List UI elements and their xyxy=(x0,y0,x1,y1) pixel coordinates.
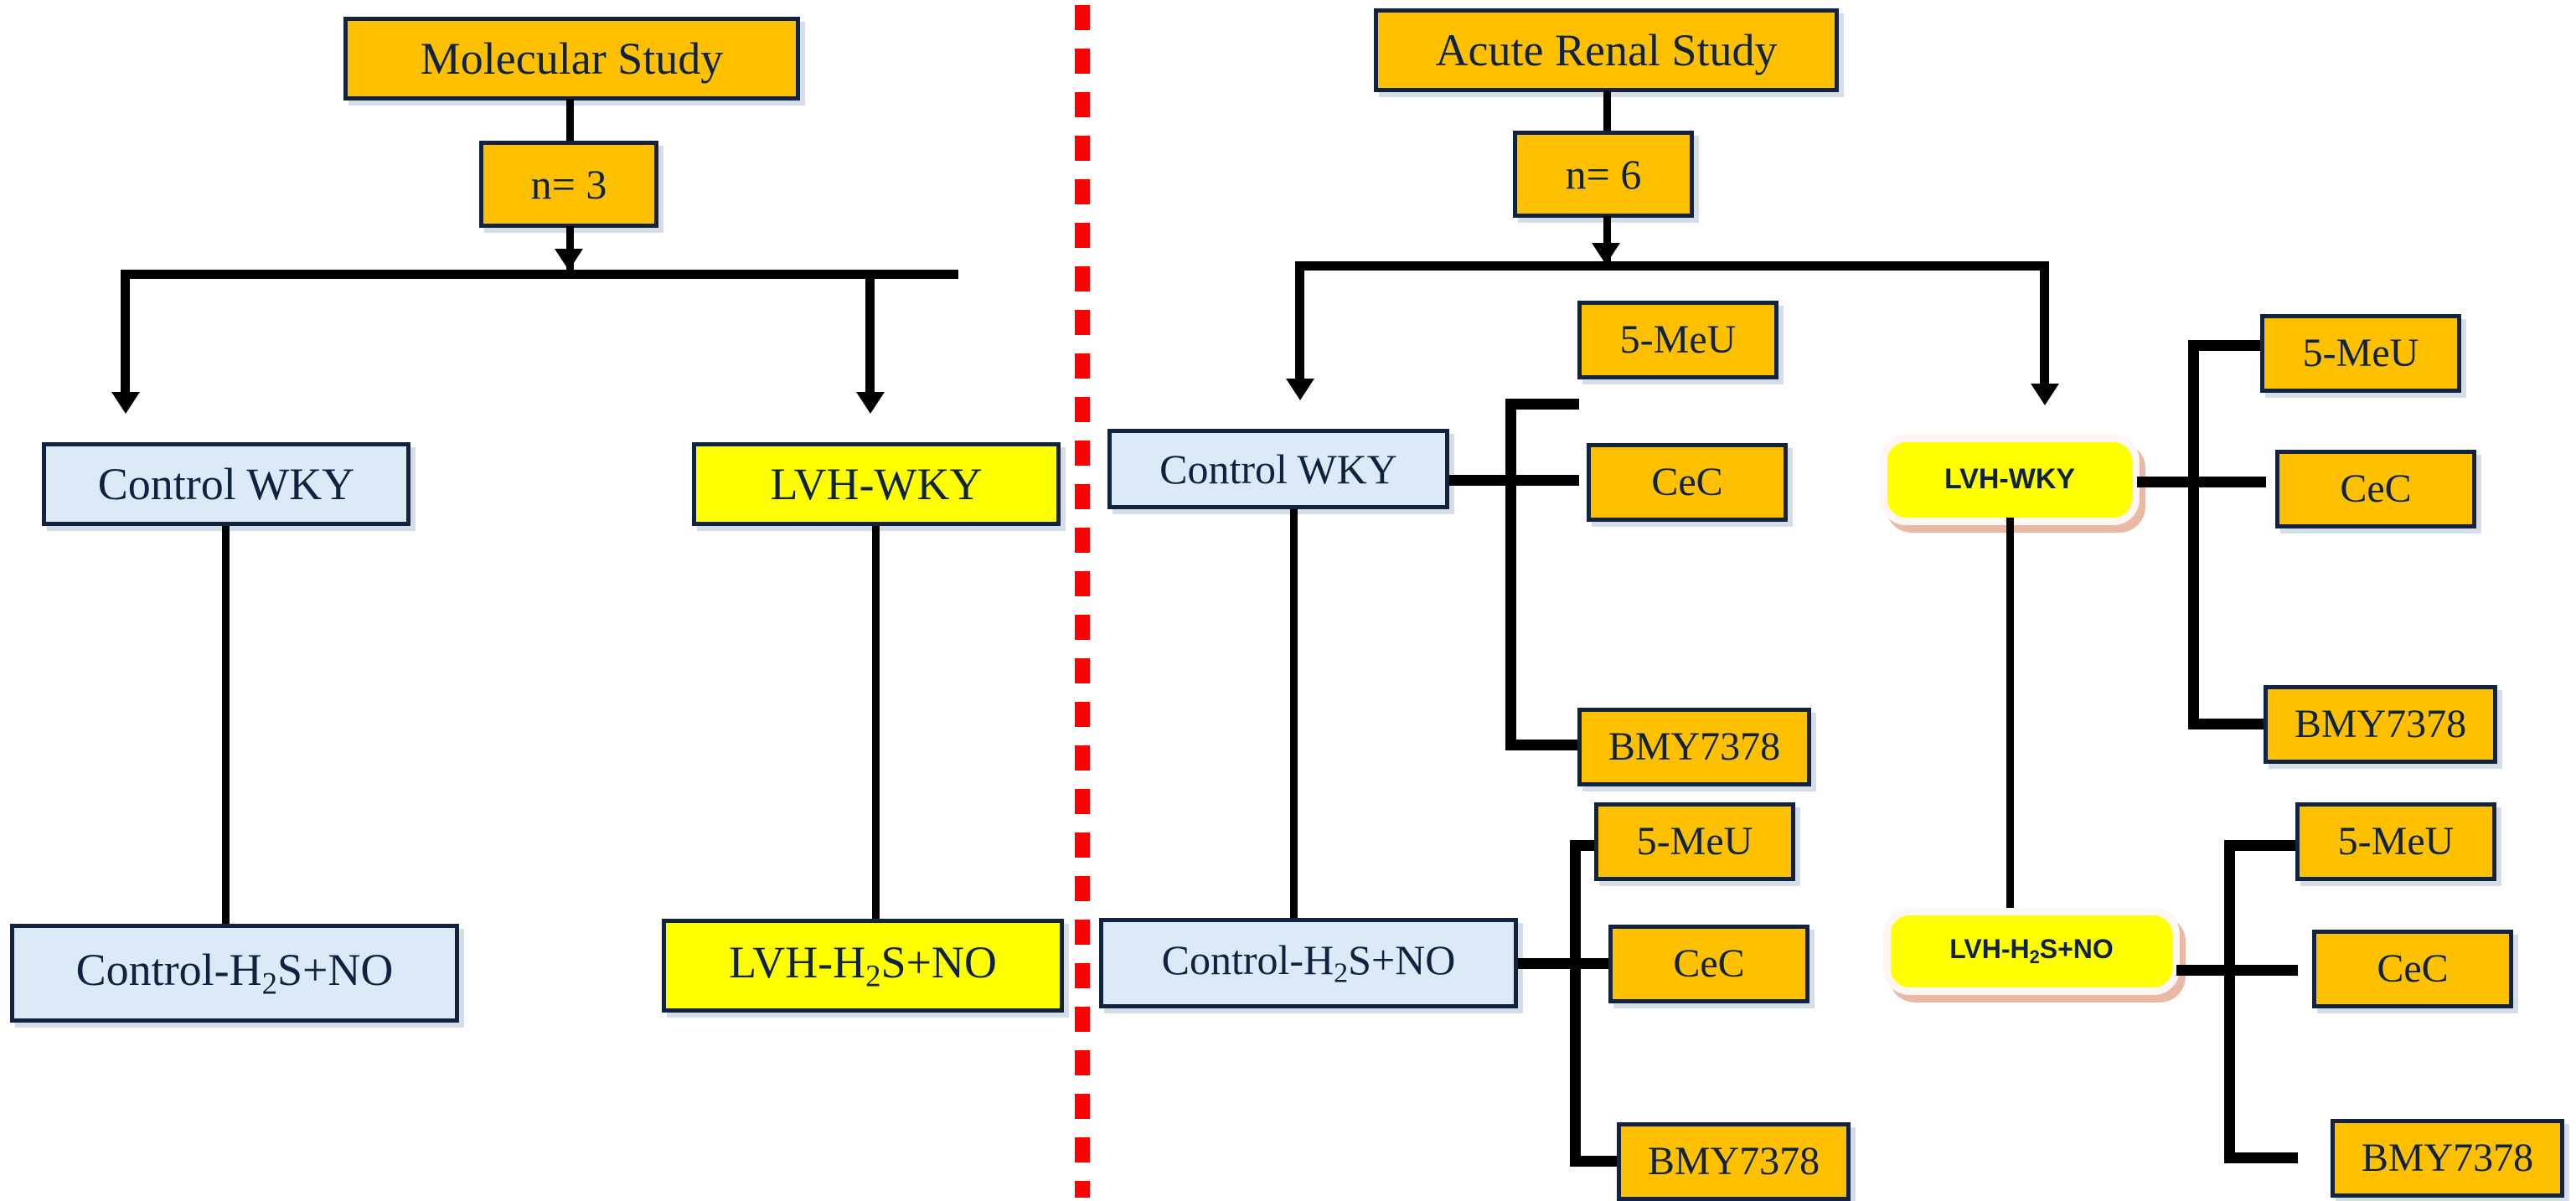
renal-study-title-box: Acute Renal Study xyxy=(1374,8,1839,92)
renal-lvh-wky-label: LVH-WKY xyxy=(1944,463,2076,496)
connector-renal-control-wky-to-5meu xyxy=(1505,399,1579,410)
renal-control-wky-drug-5meu-box: 5-MeU xyxy=(1577,301,1778,379)
renal-lvh-child-drug-bmy-label: BMY7378 xyxy=(2361,1135,2534,1180)
connector-renal-control-wky-to-child xyxy=(1290,509,1298,925)
molecular-sample-size-label: n= 3 xyxy=(530,160,607,208)
connector-renal-lvh-wky-to-cec xyxy=(2188,477,2266,487)
molecular-study-title-box: Molecular Study xyxy=(343,17,800,101)
connector-renal-control-wky-stub xyxy=(1449,475,1513,486)
connector-renal-lvh-wky-to-5meu xyxy=(2188,340,2266,351)
connector-renal-control-wky-bracket xyxy=(1505,399,1516,750)
connector-renal-split-left xyxy=(1295,261,1304,387)
renal-lvh-child-drug-cec-box: CeC xyxy=(2312,930,2513,1008)
molecular-control-h2s-no-box: Control-H2S+NO xyxy=(10,924,459,1023)
renal-lvh-wky-drug-bmy-box: BMY7378 xyxy=(2264,685,2497,764)
arrow-molecular-to-control-wky xyxy=(111,392,140,414)
renal-control-child-drug-bmy-box: BMY7378 xyxy=(1617,1122,1851,1201)
renal-lvh-h2s-no-box: LVH-H2S+NO xyxy=(1891,915,2172,987)
renal-control-wky-drug-5meu-label: 5-MeU xyxy=(1619,317,1737,362)
molecular-sample-size-box: n= 3 xyxy=(479,141,658,228)
arrow-renal-to-lvh-wky xyxy=(2031,384,2059,405)
renal-lvh-wky-box: LVH-WKY xyxy=(1887,442,2132,518)
molecular-lvh-wky-box: LVH-WKY xyxy=(692,442,1061,526)
connector-molecular-split-right xyxy=(865,270,875,404)
panel-divider-dashed-line xyxy=(1075,5,1090,1198)
renal-sample-size-label: n= 6 xyxy=(1565,150,1642,198)
connector-renal-lvh-child-to-5meu xyxy=(2224,840,2298,851)
arrow-molecular-n-down xyxy=(555,249,583,271)
connector-renal-n-to-split xyxy=(1603,216,1611,265)
renal-control-h2s-no-label: Control-H2S+NO xyxy=(1161,936,1456,989)
renal-control-child-drug-5meu-box: 5-MeU xyxy=(1594,802,1795,881)
molecular-control-h2s-no-label: Control-H2S+NO xyxy=(75,945,394,1001)
renal-control-wky-drug-bmy-box: BMY7378 xyxy=(1577,708,1811,786)
connector-renal-lvh-wky-stub xyxy=(2137,477,2196,487)
molecular-lvh-h2s-no-box: LVH-H2S+NO xyxy=(662,919,1064,1013)
renal-lvh-child-drug-cec-label: CeC xyxy=(2377,946,2449,991)
renal-control-child-drug-cec-box: CeC xyxy=(1608,925,1809,1003)
renal-control-h2s-no-box: Control-H2S+NO xyxy=(1099,918,1518,1008)
connector-renal-lvh-wky-bracket xyxy=(2188,340,2199,729)
arrow-molecular-to-lvh-wky xyxy=(856,392,885,414)
connector-renal-split-bus xyxy=(1295,261,2049,271)
connector-renal-lvh-child-stub xyxy=(2176,965,2232,976)
molecular-control-wky-label: Control WKY xyxy=(97,458,355,509)
connector-molecular-title-to-n xyxy=(566,99,574,142)
renal-lvh-child-drug-5meu-label: 5-MeU xyxy=(2337,818,2455,863)
renal-lvh-wky-drug-bmy-label: BMY7378 xyxy=(2294,701,2467,746)
renal-control-wky-drug-cec-label: CeC xyxy=(1651,459,1723,504)
renal-study-title-label: Acute Renal Study xyxy=(1435,24,1778,75)
renal-control-wky-drug-cec-box: CeC xyxy=(1587,443,1788,522)
renal-lvh-child-drug-bmy-box: BMY7378 xyxy=(2331,1119,2564,1198)
renal-control-wky-box: Control WKY xyxy=(1107,429,1449,509)
connector-renal-control-wky-to-bmy xyxy=(1505,740,1579,750)
connector-renal-lvh-child-bracket xyxy=(2224,840,2235,1163)
molecular-lvh-h2s-no-label: LVH-H2S+NO xyxy=(729,937,997,993)
arrow-renal-n-down xyxy=(1592,243,1620,265)
renal-lvh-wky-drug-cec-label: CeC xyxy=(2340,466,2412,511)
renal-control-child-drug-bmy-label: BMY7378 xyxy=(1647,1138,1820,1183)
connector-renal-lvh-wky-to-child xyxy=(2006,518,2014,941)
renal-control-wky-drug-bmy-label: BMY7378 xyxy=(1608,724,1781,769)
renal-control-child-drug-5meu-label: 5-MeU xyxy=(1636,818,1753,863)
renal-lvh-h2s-no-label: LVH-H2S+NO xyxy=(1949,934,2114,968)
connector-renal-title-to-n xyxy=(1603,90,1611,132)
renal-control-wky-label: Control WKY xyxy=(1159,445,1397,492)
renal-sample-size-box: n= 6 xyxy=(1513,131,1694,218)
connector-renal-lvh-child-to-bmy xyxy=(2224,1152,2298,1163)
connector-renal-split-right xyxy=(2040,261,2049,394)
molecular-lvh-wky-label: LVH-WKY xyxy=(770,458,983,509)
connector-renal-control-wky-to-cec xyxy=(1505,475,1579,486)
molecular-study-title-label: Molecular Study xyxy=(420,33,724,84)
renal-lvh-wky-drug-5meu-box: 5-MeU xyxy=(2260,314,2461,393)
connector-molecular-split-bus xyxy=(121,270,958,279)
arrow-renal-to-control-wky xyxy=(1286,379,1314,400)
renal-control-child-drug-cec-label: CeC xyxy=(1673,941,1745,986)
connector-molecular-control-to-child xyxy=(222,526,230,925)
renal-lvh-child-drug-5meu-box: 5-MeU xyxy=(2295,802,2496,881)
renal-lvh-wky-drug-5meu-label: 5-MeU xyxy=(2302,330,2419,375)
connector-renal-lvh-wky-to-bmy xyxy=(2188,719,2266,729)
connector-molecular-split-left xyxy=(121,270,130,404)
molecular-control-wky-box: Control WKY xyxy=(42,442,410,526)
connector-renal-lvh-child-to-cec xyxy=(2224,965,2298,976)
connector-renal-control-child-bracket xyxy=(1570,840,1581,1167)
connector-molecular-lvh-to-child xyxy=(872,526,880,920)
connector-renal-control-child-stub xyxy=(1518,958,1577,969)
renal-lvh-wky-drug-cec-box: CeC xyxy=(2275,450,2476,528)
